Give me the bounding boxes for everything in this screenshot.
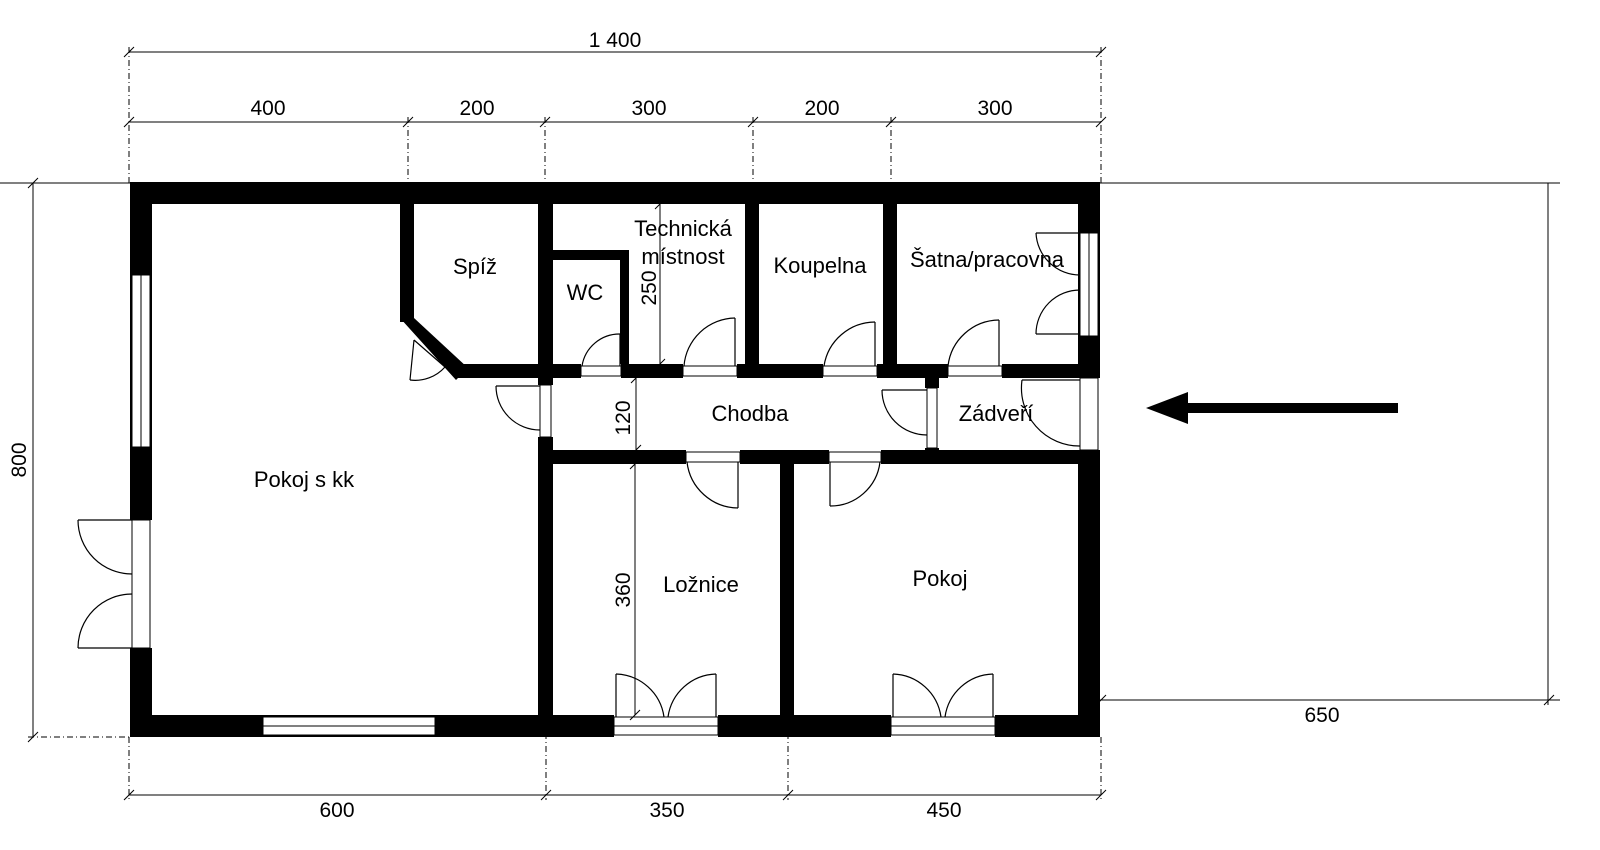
- room-labels: Pokoj s kk Spíž WC Technická místnost Ko…: [254, 216, 1065, 597]
- dimension-overall-top: 1 400: [123, 29, 1107, 58]
- dimension-segments-bottom: 600 350 450: [123, 720, 1107, 822]
- dressing-door: [947, 319, 1003, 378]
- dimension-height-left: 800: [0, 177, 130, 743]
- top-segment-2: 200: [459, 97, 494, 120]
- room-label-living: Pokoj s kk: [254, 467, 355, 492]
- bedroom-terrace-door: [613, 673, 719, 737]
- room-label-technical-1: Technická: [634, 216, 733, 241]
- room-label-wc: WC: [567, 280, 604, 305]
- top-segment-1: 400: [250, 97, 285, 120]
- corridor-width-label: 120: [612, 400, 635, 435]
- dressing-exterior-door: [1035, 232, 1081, 335]
- technical-door: [682, 317, 738, 378]
- bedroom-door: [685, 450, 741, 509]
- bottom-segment-2: 350: [649, 799, 684, 822]
- bathroom-door: [822, 321, 878, 378]
- room-label-pantry: Spíž: [453, 254, 497, 279]
- top-segment-4: 200: [804, 97, 839, 120]
- room-label-technical-2: místnost: [641, 244, 724, 269]
- inner-dimensions: 250 120 360: [612, 198, 666, 721]
- top-segment-3: 300: [631, 97, 666, 120]
- room-label-bathroom: Koupelna: [774, 253, 868, 278]
- terrace-width-label: 650: [1304, 704, 1339, 727]
- living-door: [495, 384, 553, 438]
- pantry-door: [409, 339, 446, 381]
- room-label-corridor: Chodba: [711, 401, 789, 426]
- room-door: [828, 450, 882, 507]
- bedroom-depth-label: 360: [612, 572, 635, 607]
- entrance-door: [1020, 377, 1100, 451]
- tech-depth-label: 250: [638, 270, 661, 305]
- room-label-room: Pokoj: [912, 566, 967, 591]
- bottom-segment-3: 450: [926, 799, 961, 822]
- terrace-outline: 650: [1095, 182, 1560, 727]
- room-terrace-door: [890, 673, 996, 737]
- vestibule-door: [881, 387, 939, 449]
- top-segment-5: 300: [977, 97, 1012, 120]
- room-label-vestibule: Zádveří: [959, 401, 1034, 426]
- extension-lines-top: [128, 47, 1102, 183]
- overall-width-label: 1 400: [589, 29, 642, 52]
- terrace-door-left: [77, 519, 152, 649]
- dimension-segments-top: 400 200 300 200 300: [123, 97, 1107, 128]
- doors: [77, 232, 1100, 737]
- entrance-arrow: [1146, 392, 1398, 424]
- wc-door: [580, 333, 622, 378]
- height-label: 800: [8, 442, 31, 477]
- bottom-segment-1: 600: [319, 799, 354, 822]
- room-label-dressing: Šatna/pracovna: [910, 247, 1065, 272]
- room-label-bedroom: Ložnice: [663, 572, 739, 597]
- windows: [131, 232, 1099, 736]
